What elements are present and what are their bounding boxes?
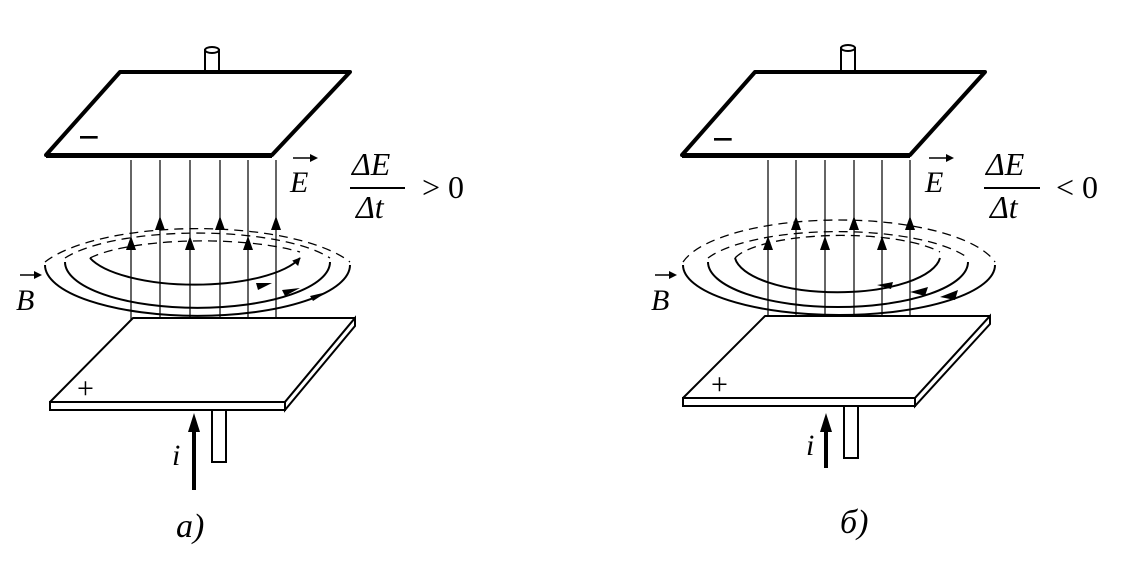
b-label-b: B bbox=[651, 271, 677, 317]
svg-text:ΔE: ΔE bbox=[984, 146, 1025, 182]
bottom-rod-a bbox=[211, 409, 227, 463]
panel-b: − + E B i ΔE Δt < 0 б) bbox=[651, 44, 1098, 541]
top-plate-b bbox=[680, 70, 987, 157]
caption-a: а) bbox=[176, 508, 204, 545]
bottom-sign-b: + bbox=[711, 368, 728, 401]
top-sign-b: − bbox=[712, 119, 734, 161]
svg-text:ΔE: ΔE bbox=[350, 146, 391, 182]
panel-a: − + E B i ΔE Δt > 0 а) bbox=[16, 46, 464, 545]
b-rings-front-b bbox=[682, 257, 996, 316]
field-arrows-b bbox=[763, 216, 915, 250]
svg-text:> 0: > 0 bbox=[422, 169, 464, 205]
derivative-a: ΔE Δt > 0 bbox=[350, 146, 464, 225]
i-label-a: i bbox=[172, 439, 180, 472]
e-label-a: E bbox=[289, 154, 318, 199]
b-rings-front-a bbox=[44, 257, 351, 317]
derivative-b: ΔE Δt < 0 bbox=[984, 146, 1098, 225]
top-plate-a bbox=[44, 70, 352, 157]
top-sign-a: − bbox=[78, 117, 100, 159]
bottom-plate-b bbox=[682, 315, 991, 399]
b-label-a: B bbox=[16, 271, 42, 317]
b-rings-back-b bbox=[682, 219, 996, 263]
svg-text:Δt: Δt bbox=[988, 189, 1019, 225]
svg-text:Δt: Δt bbox=[354, 189, 385, 225]
bottom-sign-a: + bbox=[77, 372, 94, 405]
bottom-plate-a bbox=[49, 317, 356, 403]
b-rings-back-a bbox=[44, 227, 351, 263]
i-label-b: i bbox=[806, 429, 814, 462]
svg-text:< 0: < 0 bbox=[1056, 169, 1098, 205]
svg-text:B: B bbox=[651, 284, 669, 317]
svg-text:B: B bbox=[16, 284, 34, 317]
svg-text:E: E bbox=[924, 166, 943, 199]
caption-b: б) bbox=[840, 504, 868, 541]
svg-text:E: E bbox=[289, 166, 308, 199]
e-label-b: E bbox=[924, 154, 954, 199]
bottom-rod-b bbox=[843, 405, 859, 459]
